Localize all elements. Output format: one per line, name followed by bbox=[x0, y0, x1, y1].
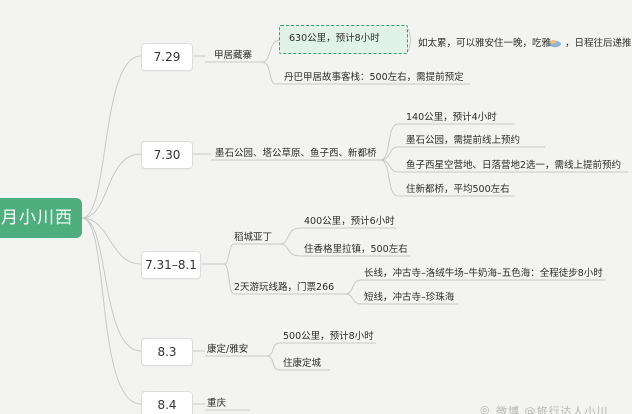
topic-jiaju[interactable]: 甲居藏寨 bbox=[214, 50, 253, 61]
date-node-0731[interactable]: 7.31–8.1 bbox=[141, 251, 201, 279]
highlight-box bbox=[279, 25, 408, 54]
date-node-0803[interactable]: 8.3 bbox=[141, 338, 193, 366]
date-node-0729[interactable]: 7.29 bbox=[141, 43, 193, 71]
weibo-icon: ◎ bbox=[480, 403, 490, 414]
watermark: 微博 @旅行达人小川 bbox=[496, 405, 609, 414]
topic-daocheng[interactable]: 稻城亚丁 bbox=[234, 232, 273, 243]
detail-long-route[interactable]: 长线，冲古寺–洛绒牛场–牛奶海–五色海：全程徒步8小时 bbox=[364, 268, 603, 279]
detail-distance-0729[interactable]: 630公里，预计8小时 bbox=[289, 33, 380, 44]
topic-chongqing[interactable]: 重庆 bbox=[207, 398, 227, 409]
note-yaan[interactable]: 如太累，可以雅安住一晚，吃雅 ，日程往后递推 bbox=[418, 38, 632, 50]
detail-moshi-booking[interactable]: 墨石公园，需提前线上预约 bbox=[406, 135, 521, 146]
detail-xinduqiao-hotel[interactable]: 住新都桥，平均500左右 bbox=[406, 184, 510, 195]
date-node-0804[interactable]: 8.4 bbox=[141, 391, 193, 414]
detail-yuzixi-camp[interactable]: 鱼子西星空营地、日落营地2选一，需线上提前预约 bbox=[406, 160, 622, 171]
detail-distance-0730[interactable]: 140公里，预计4小时 bbox=[406, 112, 497, 123]
detail-distance-0731[interactable]: 400公里，预计6小时 bbox=[304, 216, 395, 227]
topic-kangding[interactable]: 康定/雅安 bbox=[207, 344, 249, 355]
note-main: 如太累，可以雅安住一晚，吃雅 bbox=[418, 38, 552, 49]
detail-short-route[interactable]: 短线，冲古寺–珍珠海 bbox=[364, 292, 455, 303]
topic-moshi[interactable]: 墨石公园、塔公草原、鱼子西、新都桥 bbox=[215, 148, 377, 159]
detail-distance-0803[interactable]: 500公里，预计8小时 bbox=[283, 331, 374, 342]
detail-kangding-hotel[interactable]: 住康定城 bbox=[283, 358, 322, 369]
food-emoji-icon bbox=[549, 40, 561, 48]
note-tail: ，日程往后递推 bbox=[565, 38, 632, 49]
date-node-0730[interactable]: 7.30 bbox=[141, 141, 193, 169]
detail-xianggelila-hotel[interactable]: 住香格里拉镇，500左右 bbox=[304, 244, 408, 255]
root-topic[interactable]: 月小川西 bbox=[0, 198, 82, 238]
topic-two-day-route[interactable]: 2天游玩线路，门票266 bbox=[234, 282, 335, 293]
detail-hotel-0729[interactable]: 丹巴甲居故事客栈：500左右，需提前预定 bbox=[284, 72, 464, 83]
